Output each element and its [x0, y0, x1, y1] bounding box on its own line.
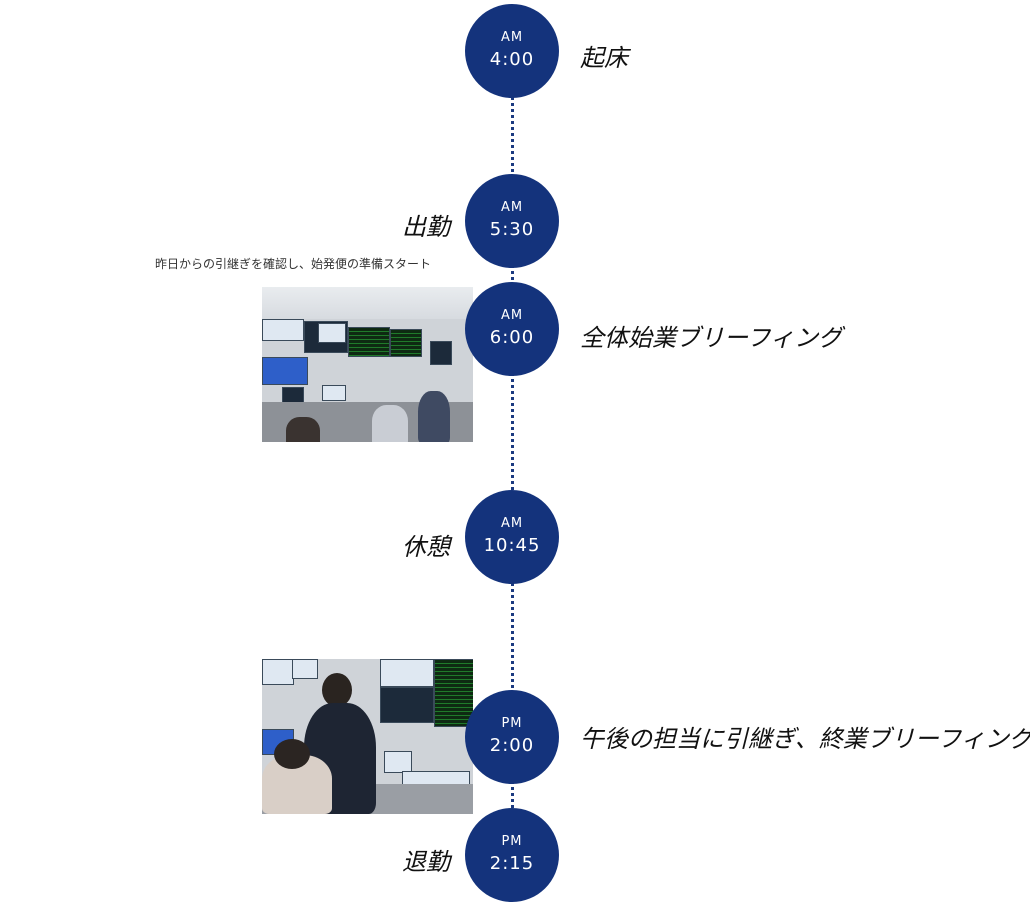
operations-room-photo — [262, 287, 473, 442]
staff-handover-photo — [262, 659, 473, 814]
time-node-2: AM 5:30 — [465, 174, 559, 268]
ampm-label: PM — [501, 716, 523, 731]
time-label: 4:00 — [489, 49, 535, 70]
time-node-3: AM 6:00 — [465, 282, 559, 376]
event-label-wake-up: 起床 — [580, 44, 628, 72]
event-label-arrive: 出勤 — [402, 213, 450, 241]
time-node-6: PM 2:15 — [465, 808, 559, 902]
time-label: 5:30 — [489, 219, 535, 240]
ampm-label: AM — [500, 516, 524, 531]
ampm-label: AM — [500, 30, 524, 45]
event-label-break: 休憩 — [402, 533, 450, 561]
ampm-label: AM — [500, 200, 524, 215]
event-label-morning-briefing: 全体始業ブリーフィング — [580, 324, 843, 352]
time-label: 2:15 — [489, 853, 535, 874]
event-note: 昨日からの引継ぎを確認し、始発便の準備スタート — [155, 257, 432, 271]
ampm-label: AM — [500, 308, 524, 323]
time-label: 6:00 — [489, 327, 535, 348]
time-node-1: AM 4:00 — [465, 4, 559, 98]
ampm-label: PM — [501, 834, 523, 849]
event-label-leave: 退勤 — [402, 848, 450, 876]
time-node-4: AM 10:45 — [465, 490, 559, 584]
event-label-handover-briefing: 午後の担当に引継ぎ、終業ブリーフィング — [580, 725, 1030, 753]
time-label: 2:00 — [489, 735, 535, 756]
time-node-5: PM 2:00 — [465, 690, 559, 784]
timeline-dotted-line — [511, 96, 514, 816]
time-label: 10:45 — [483, 535, 541, 556]
